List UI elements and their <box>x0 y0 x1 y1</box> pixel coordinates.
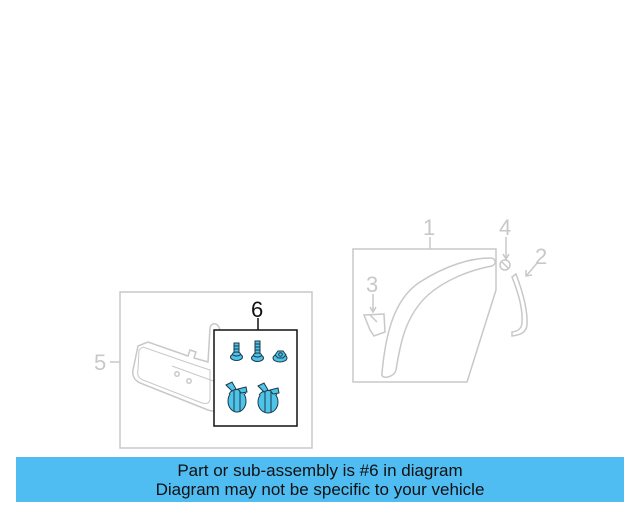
callout-4[interactable]: 4 <box>499 215 512 240</box>
bolt-icon <box>230 342 243 361</box>
callout-5[interactable]: 5 <box>94 350 107 375</box>
banner-disclaimer: Diagram may not be specific to your vehi… <box>155 479 485 499</box>
callout-2[interactable]: 2 <box>535 244 548 269</box>
part-2-molding[interactable] <box>511 261 539 337</box>
info-banner: Part or sub-assembly is #6 in diagram Di… <box>16 457 624 502</box>
bolt-icon <box>251 340 264 362</box>
clip-icon <box>225 381 248 413</box>
nut-icon <box>272 350 288 363</box>
callout-3[interactable]: 3 <box>366 272 379 297</box>
clip-icon <box>257 382 280 414</box>
part-4-retainer[interactable] <box>499 237 511 271</box>
part-6-hardware-kit[interactable] <box>213 318 298 427</box>
banner-part-note: Part or sub-assembly is #6 in diagram <box>177 460 463 480</box>
callout-1[interactable]: 1 <box>423 215 436 240</box>
part-1-quarter-trim[interactable] <box>352 237 497 383</box>
callout-6[interactable]: 6 <box>251 297 264 322</box>
